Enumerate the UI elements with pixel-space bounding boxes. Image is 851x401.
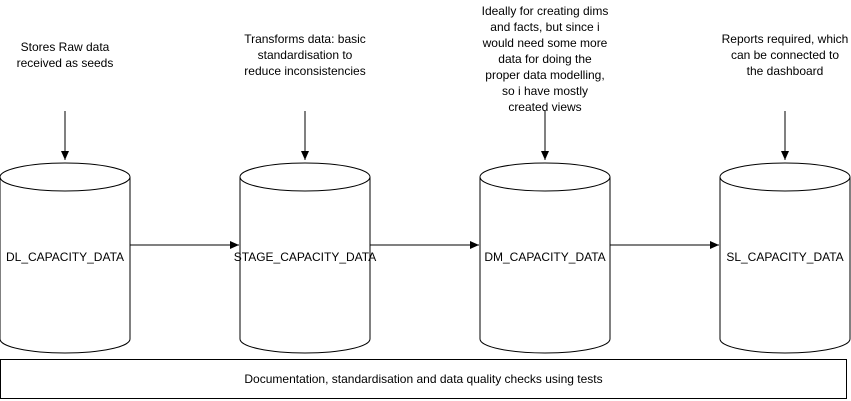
db-label-dm: DM_CAPACITY_DATA — [484, 250, 606, 264]
footer-text: Documentation, standardisation and data … — [244, 372, 603, 386]
db-label-stage: STAGE_CAPACITY_DATA — [233, 250, 377, 264]
annotation-stage: Transforms data: basic standardisation t… — [244, 32, 366, 78]
annotation-sl: Reports required, which can be connected… — [721, 32, 849, 78]
db-label-sl: SL_CAPACITY_DATA — [726, 250, 844, 264]
annotation-dm: Ideally for creating dims and facts, but… — [481, 4, 609, 114]
cylinder-stage[interactable] — [239, 162, 371, 354]
db-label-dl: DL_CAPACITY_DATA — [5, 250, 125, 264]
footer-box[interactable]: Documentation, standardisation and data … — [0, 359, 847, 399]
cylinder-dm[interactable] — [479, 162, 611, 354]
cylinder-sl[interactable] — [719, 162, 851, 354]
annotation-dl: Stores Raw data received as seeds — [16, 40, 114, 70]
cylinder-dl[interactable] — [0, 162, 131, 354]
